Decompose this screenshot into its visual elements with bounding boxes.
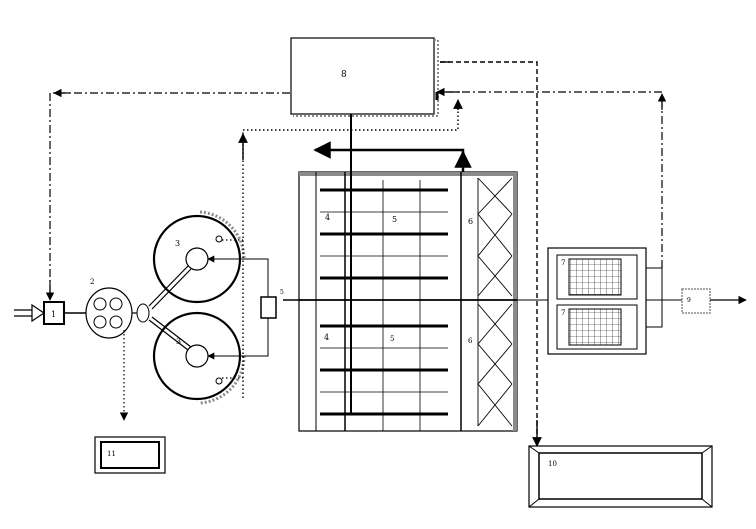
unit-7-bottom-label: 7 (561, 309, 565, 317)
unit-6-bottom-label: 6 (468, 337, 473, 345)
unit-3-clarifier-top: 3 (148, 210, 246, 310)
unit-4-top-label: 4 (325, 213, 330, 222)
unit-8-label: 8 (341, 70, 347, 80)
unit-1-label: 1 (51, 310, 56, 319)
unit-6-top-label: 6 (468, 217, 473, 226)
splitter-box: 5 (260, 289, 284, 319)
line-unit-8-to-10 (440, 61, 538, 440)
unit-11-box: 11 (94, 436, 166, 474)
unit-11-label: 11 (107, 450, 116, 458)
inlet-arrow (14, 303, 46, 323)
control-signal-filters (440, 91, 663, 268)
splitter-label: 5 (280, 289, 284, 296)
unit-8-controller: 8 (290, 37, 439, 117)
unit-7-top-label: 7 (561, 259, 565, 267)
unit-5-bottom-label: 5 (390, 335, 394, 343)
unit-5-top-label: 5 (392, 215, 397, 224)
reactor-tank: 4 4 5 5 6 6 (283, 171, 518, 432)
air-supply-line (313, 114, 472, 172)
clarifier-outlets (207, 255, 269, 360)
unit-7-filters: 7 7 (547, 247, 682, 355)
unit-3-clarifier-bottom: 3 (148, 311, 246, 405)
unit-3-bottom-label: 3 (176, 337, 181, 346)
unit-4-bottom-label: 4 (324, 333, 329, 342)
unit-1-box: 1 (43, 301, 65, 325)
control-signal-unit-1 (49, 92, 290, 298)
unit-9-outlet: 9 (681, 288, 747, 314)
unit-2-distributor: 2 (64, 278, 150, 339)
unit-3-top-label: 3 (175, 239, 180, 248)
unit-10-label: 10 (548, 460, 557, 468)
unit-10-box: 10 (528, 445, 713, 508)
unit-9-label: 9 (687, 297, 691, 304)
unit-2-label: 2 (90, 278, 94, 286)
